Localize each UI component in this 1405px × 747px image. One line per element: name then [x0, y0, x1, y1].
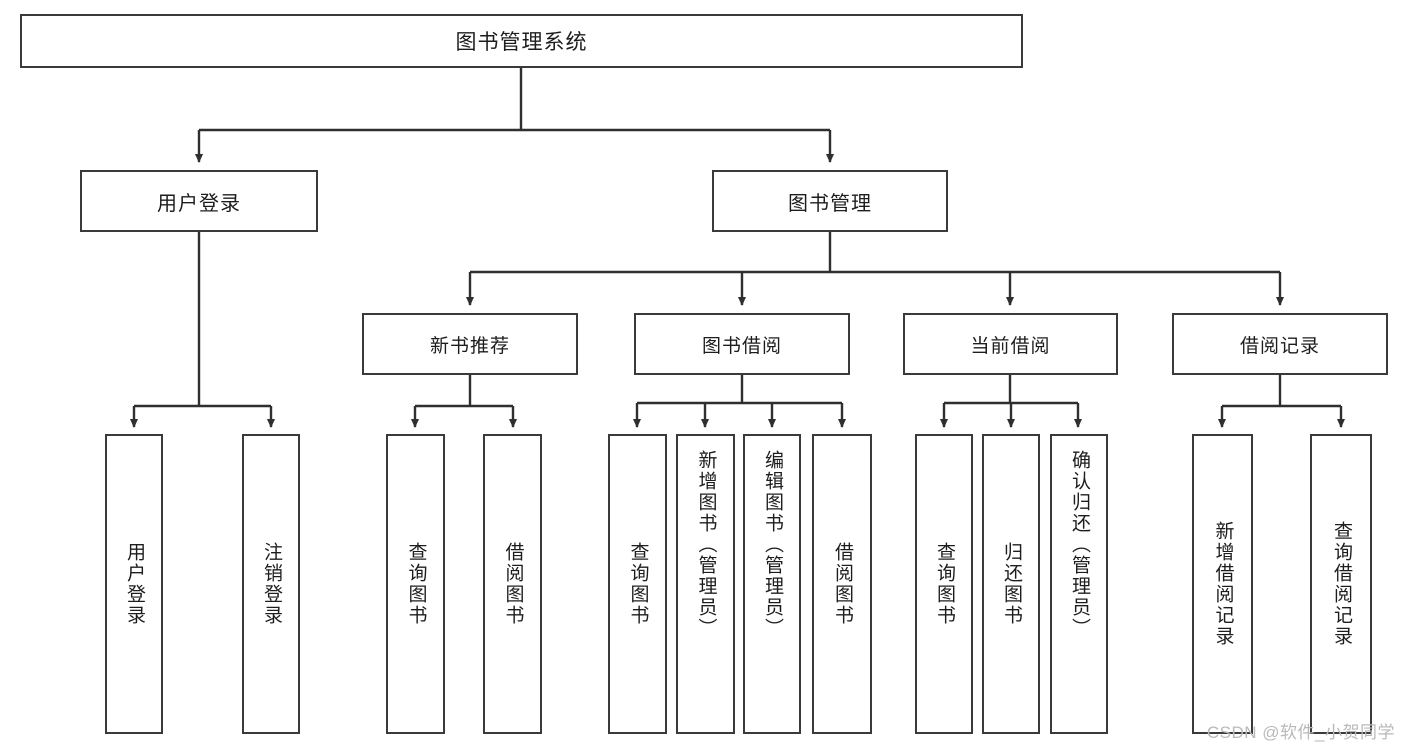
node-label: 新增图书（管理员） [695, 450, 717, 639]
leaf-query-book-3[interactable]: 查询图书 [915, 434, 973, 734]
node-user-login[interactable]: 用户登录 [80, 170, 318, 232]
leaf-user-login[interactable]: 用户登录 [105, 434, 163, 734]
node-label: 归还图书 [1000, 542, 1022, 626]
node-label: 查询图书 [627, 542, 649, 626]
csdn-watermark: CSDN @软件_小贺同学 [1206, 723, 1395, 742]
node-label: 图书管理 [788, 192, 872, 215]
node-book-management[interactable]: 图书管理 [712, 170, 948, 232]
node-label: 新书推荐 [429, 335, 510, 357]
leaf-add-book-admin[interactable]: 新增图书（管理员） [676, 434, 735, 734]
node-label: 新增借阅记录 [1212, 521, 1234, 647]
leaf-edit-book-admin[interactable]: 编辑图书（管理员） [743, 434, 801, 734]
leaf-add-borrow-record[interactable]: 新增借阅记录 [1192, 434, 1253, 734]
leaf-query-book-1[interactable]: 查询图书 [386, 434, 445, 734]
node-label: 图书借阅 [701, 335, 782, 357]
leaf-query-book-2[interactable]: 查询图书 [608, 434, 667, 734]
node-label: 查询图书 [405, 542, 427, 626]
node-label: 图书管理系统 [455, 31, 588, 54]
leaf-return-book[interactable]: 归还图书 [982, 434, 1040, 734]
node-borrow-record[interactable]: 借阅记录 [1172, 313, 1388, 375]
node-label: 查询借阅记录 [1330, 521, 1352, 647]
node-label: 借阅图书 [502, 542, 524, 626]
node-label: 借阅记录 [1239, 335, 1320, 357]
leaf-logout-login[interactable]: 注销登录 [242, 434, 300, 734]
node-label: 注销登录 [260, 542, 282, 626]
node-new-book-recommend[interactable]: 新书推荐 [362, 313, 578, 375]
node-book-borrow[interactable]: 图书借阅 [634, 313, 850, 375]
node-label: 用户登录 [123, 542, 145, 626]
leaf-borrow-book-2[interactable]: 借阅图书 [812, 434, 872, 734]
node-current-borrow[interactable]: 当前借阅 [903, 313, 1118, 375]
node-book-management-system[interactable]: 图书管理系统 [20, 14, 1023, 68]
leaf-query-borrow-record[interactable]: 查询借阅记录 [1310, 434, 1372, 734]
node-label: 确认归还（管理员） [1068, 450, 1090, 639]
leaf-confirm-return-admin[interactable]: 确认归还（管理员） [1050, 434, 1108, 734]
node-label: 借阅图书 [831, 542, 853, 626]
node-label: 编辑图书（管理员） [761, 450, 783, 639]
node-label: 用户登录 [157, 192, 241, 215]
leaf-borrow-book-1[interactable]: 借阅图书 [483, 434, 542, 734]
node-label: 当前借阅 [970, 335, 1051, 357]
node-label: 查询图书 [933, 542, 955, 626]
